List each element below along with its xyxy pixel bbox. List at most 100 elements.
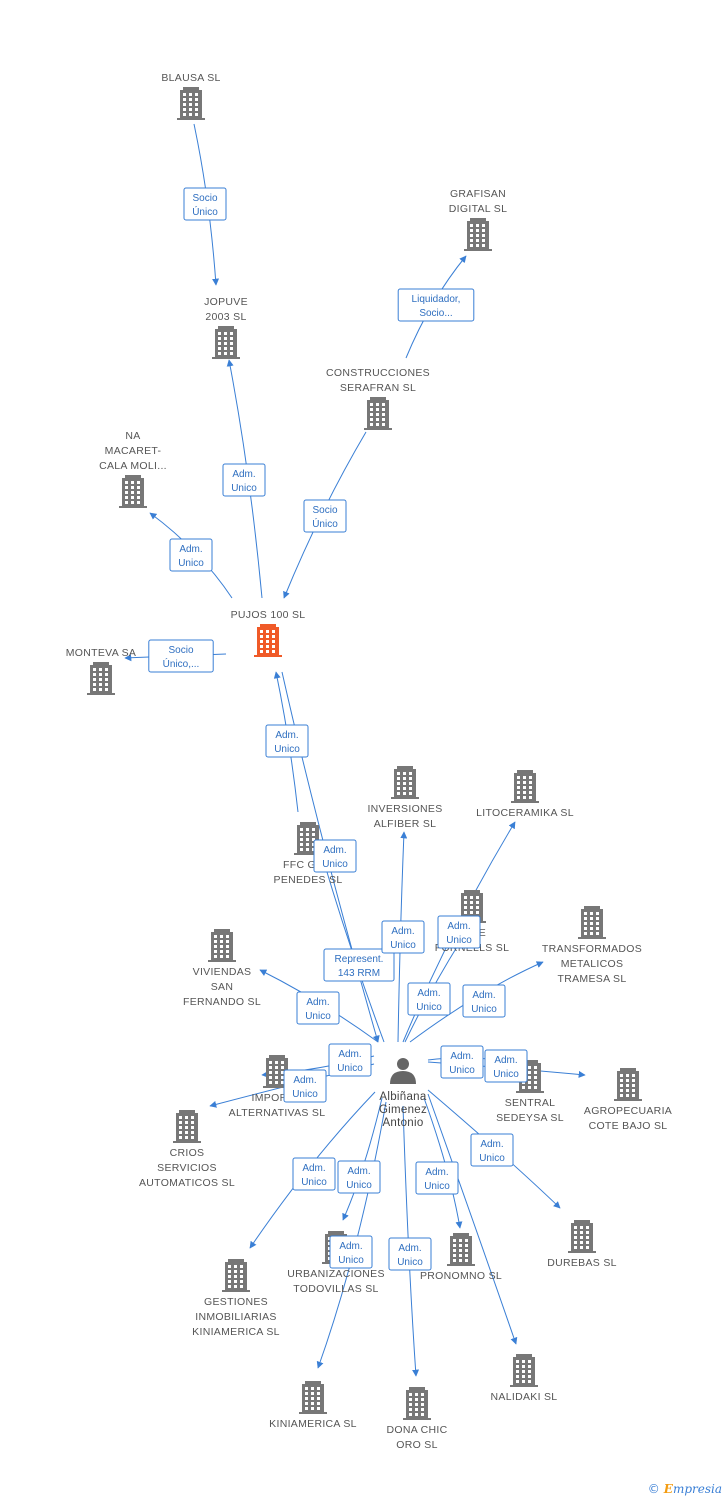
node-label: Antonio [382,1117,423,1129]
edge-label-box [381,920,425,954]
edge-label[interactable]: Adm. Unico [437,915,481,949]
edge-label[interactable]: Adm.Unico [470,1133,514,1167]
node-label: NA [125,430,140,442]
node-label: JOPUVE [204,296,248,308]
node-label: PUJOS 100 SL [231,609,306,621]
edge-label-text: Unico [292,1089,318,1100]
building-icon [510,1354,538,1387]
edge-label-text: Unico [446,935,472,946]
edge-label[interactable]: Represent.143 RRM [323,948,395,982]
edge-label[interactable]: SocioÚnico,... [148,639,214,673]
building-icon [578,906,606,939]
edge-label[interactable]: Adm.Unico [292,1157,336,1191]
edge-label[interactable]: Adm.Unico [381,920,425,954]
node-label: SERVICIOS [157,1162,217,1174]
edge-label[interactable]: Adm.Unico [462,984,506,1018]
node-label: PRONOMNO SL [420,1270,502,1282]
edge-label-box [148,639,214,673]
node-crios[interactable]: CRIOS SERVICIOS AUTOMATICOS SL [139,1110,235,1189]
brand-initial: E [663,1482,673,1496]
edge-label[interactable]: Adm.Unico [296,991,340,1025]
edge-label[interactable]: Adm.Unico [169,538,213,572]
node-label: AUTOMATICOS SL [139,1177,235,1189]
building-icon [614,1068,642,1101]
node-kiniamerica[interactable]: KINIAMERICA SL [269,1381,357,1430]
node-label: MACARET- [105,445,162,457]
node-label: COTE BAJO SL [589,1120,668,1132]
edge-label-box [415,1161,459,1195]
node-label: Albiñana [379,1091,426,1103]
relationship-edge [342,1097,383,1221]
node-pujos[interactable]: PUJOS 100 SL [231,609,306,657]
node-blausa[interactable]: BLAUSA SL [161,72,220,120]
edge-label-text: Unico [338,1255,364,1266]
node-litoceramika[interactable]: LITOCERAMIKA SL [476,770,574,819]
node-label: URBANIZACIONES [287,1268,385,1280]
node-label: CRIOS [170,1147,205,1159]
node-label: TRANSFORMADOS [542,943,642,955]
edge-label-text: Unico [337,1063,363,1074]
edge-label-box [462,984,506,1018]
edge-label-text: Adm. [338,1049,361,1060]
node-label: DUREBAS SL [547,1257,617,1269]
edge-label-box [169,538,213,572]
empresia-watermark: ©Empresia [648,1482,722,1496]
edge-label-text: Adm. [417,988,440,999]
edge-label-text: Unico [449,1065,475,1076]
edge-label[interactable]: Adm. Unico [328,1043,372,1077]
edge-label[interactable]: Adm. Unico [388,1237,432,1271]
node-label: DIGITAL SL [449,203,507,215]
edge-labels-layer: SocioÚnicoLiquidador,Socio...Adm.UnicoSo… [148,187,528,1271]
building-icon [254,624,282,657]
building-icon [447,1233,475,1266]
edge-label-text: Socio [312,505,337,516]
edge-label[interactable]: Adm. Unico [440,1045,484,1079]
node-label: ORO SL [396,1439,437,1451]
edge-label[interactable]: Adm.Unico [329,1235,373,1269]
edge-label[interactable]: Adm.Unico [283,1069,327,1103]
edge-label[interactable]: Adm.Unico [415,1161,459,1195]
node-ffc[interactable]: FFC GA...PENEDES SL [274,822,343,886]
edge-label-text: Adm. [391,926,414,937]
edge-label[interactable]: Adm.Unico [407,982,451,1016]
building-icon [212,326,240,359]
building-icon [464,218,492,251]
edge-label[interactable]: Adm.Unico [337,1160,381,1194]
building-icon [403,1387,431,1420]
edge-label-text: Unico [397,1257,423,1268]
node-pronomno[interactable]: PRONOMNO SL [420,1233,502,1282]
edge-label[interactable]: Adm.Unico [484,1049,528,1083]
edge-label-text: Adm. [450,1051,473,1062]
node-nalidaki[interactable]: NALIDAKI SL [491,1354,558,1403]
edge-label[interactable]: Adm.Unico [222,463,266,497]
edge-label[interactable]: Liquidador,Socio... [397,288,475,322]
edge-label-text: Unico [424,1181,450,1192]
edge-label-box [470,1133,514,1167]
edge-label-text: Adm. [398,1243,421,1254]
edge-label-text: Socio... [419,308,452,319]
node-durebas[interactable]: DUREBAS SL [547,1220,617,1269]
node-label: SENTRAL [505,1097,556,1109]
copyright-symbol: © [647,1482,660,1496]
node-label: SEDEYSA SL [496,1112,564,1124]
edge-label[interactable]: Adm.Unico [265,724,309,758]
edge-label-text: Unico [346,1180,372,1191]
edge-label-text: Adm. [447,921,470,932]
node-label: ALFIBER SL [374,818,437,830]
edge-label-box [388,1237,432,1271]
node-monteva[interactable]: MONTEVA SA [66,647,137,695]
edge-label[interactable]: Adm.Unico [313,839,357,873]
